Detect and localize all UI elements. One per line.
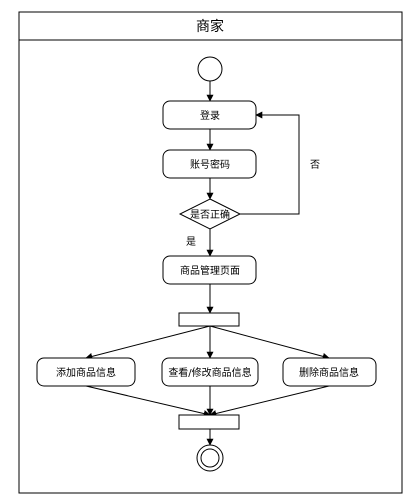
edge-delete-to-join [209,385,330,417]
edge-no-label: 否 [310,159,320,171]
swimlane-title: 商家 [196,18,224,35]
edge-fork-to-delete [209,325,330,360]
view-modify-product-info-label: 查看/修改商品信息 [168,366,251,379]
edge-decision-no-to-login [240,111,300,215]
delete-product-info-label: 删除商品信息 [299,366,359,379]
fork-bar [178,312,240,327]
initial-node [197,56,223,82]
join-bar [178,414,240,430]
account-password-action-label: 账号密码 [190,158,230,171]
add-product-info-label: 添加商品信息 [56,366,116,379]
decision-node-label: 是否正确 [190,208,230,221]
product-management-page-label: 商品管理页面 [180,264,240,277]
delete-product-info-action [282,357,377,387]
swimlane-frame [18,11,403,494]
login-action-label: 登录 [200,109,220,122]
edge-fork-to-add [85,325,211,360]
edge-add-to-join [85,385,211,417]
edge-yes-label: 是 [186,236,196,248]
final-node-inner [200,448,220,468]
